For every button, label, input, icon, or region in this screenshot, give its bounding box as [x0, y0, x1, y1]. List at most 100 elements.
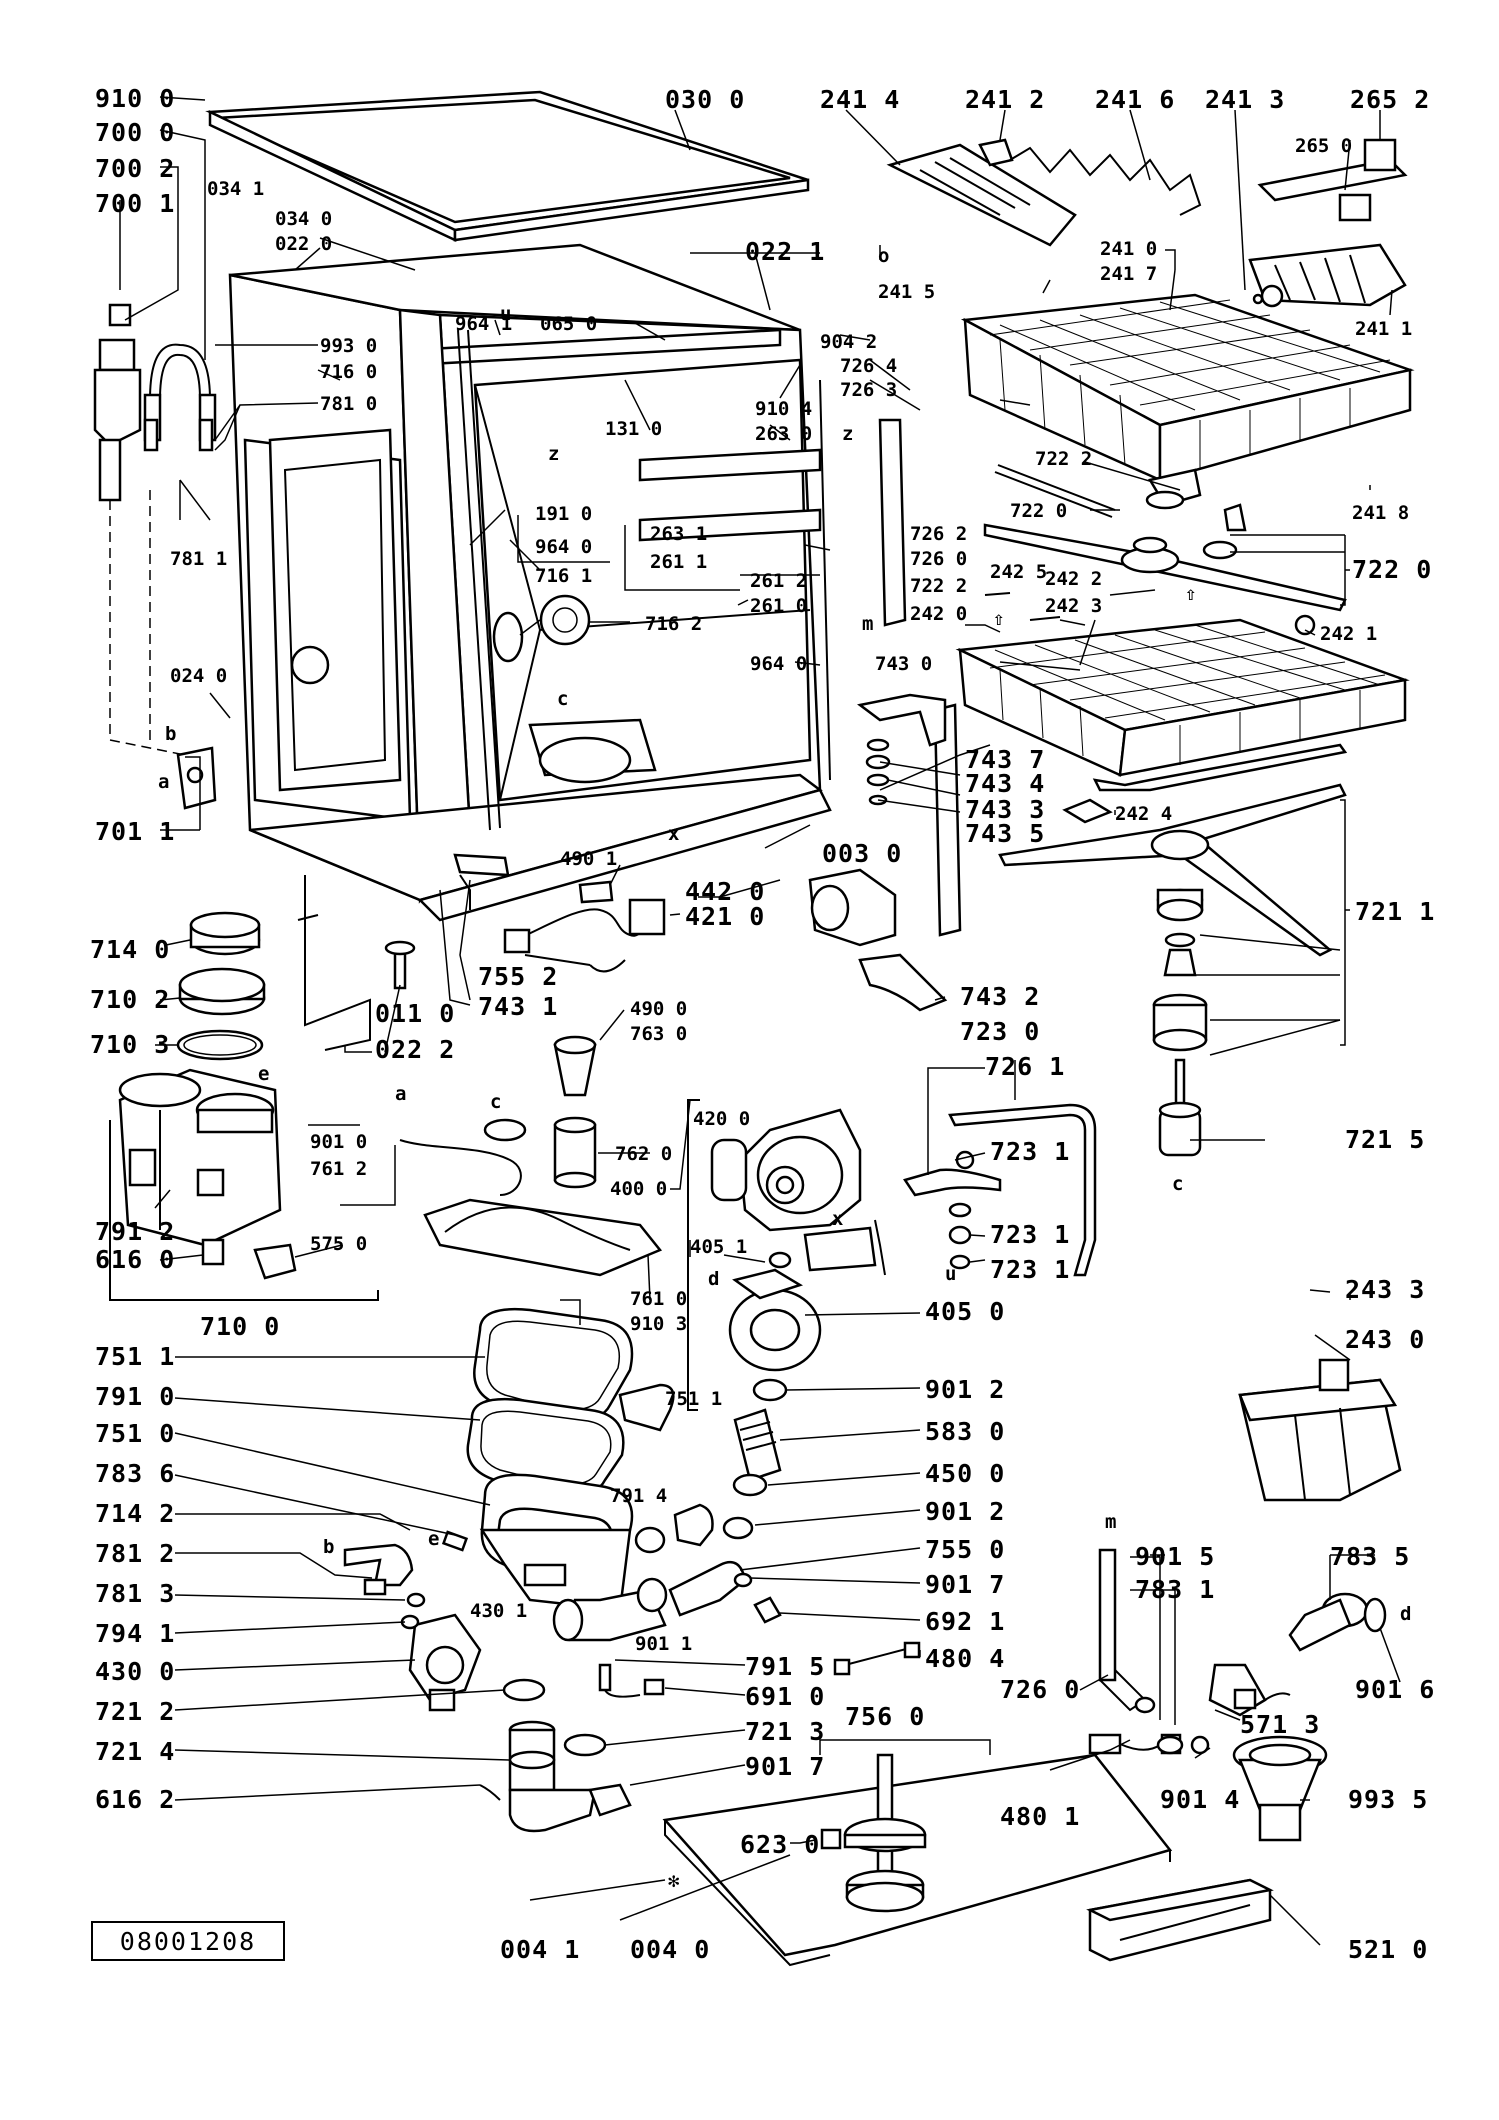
heater-plate-761-0 [423, 1198, 663, 1277]
label-710-3: 710 3 [90, 1030, 170, 1059]
left-parts [93, 303, 667, 1833]
label-964-1: 964 1 [455, 313, 512, 335]
label-700-0: 700 0 [95, 118, 175, 147]
label-490-0: 490 0 [630, 998, 687, 1020]
label-901-0: 901 0 [310, 1131, 367, 1153]
hose-781-2 [343, 1543, 414, 1587]
label-265-0: 265 0 [1295, 135, 1352, 157]
label-263-0: 263 0 [755, 423, 812, 445]
label-726-1: 726 1 [985, 1052, 1065, 1081]
label-993-5: 993 5 [1348, 1785, 1428, 1814]
clip-265-2 [1363, 138, 1397, 172]
label-716-2: 716 2 [645, 613, 702, 635]
label-783-1: 783 1 [1135, 1575, 1215, 1604]
label-901-7b: 901 7 [745, 1752, 825, 1781]
label-022-2: 022 2 [375, 1035, 455, 1064]
marker-o: o [878, 245, 889, 267]
label-450-0: 450 0 [925, 1459, 1005, 1488]
sensor-791-4 [673, 1503, 714, 1547]
label-430-1: 430 1 [470, 1600, 527, 1622]
spring-241-6 [1009, 146, 1202, 216]
base-plate: ✻ [662, 1733, 1274, 1967]
label-261-0: 261 0 [750, 595, 807, 617]
label-743-4: 743 4 [965, 769, 1045, 798]
marker-z: z [842, 423, 853, 445]
label-700-1: 700 1 [95, 189, 175, 218]
label-743-1: 743 1 [478, 992, 558, 1021]
label-024-0: 024 0 [170, 665, 227, 687]
label-791-4: 791 4 [610, 1485, 667, 1507]
label-910-0: 910 0 [95, 84, 175, 113]
middle-parts [598, 1099, 921, 1698]
label-716-1: 716 1 [535, 565, 592, 587]
marker-z: z [548, 443, 559, 465]
label-761-0: 761 0 [630, 1288, 687, 1310]
hose-743-2 [858, 953, 948, 1012]
capacitor-420-0 [710, 1138, 748, 1202]
label-722-0b: 722 0 [1352, 555, 1432, 584]
label-265-2: 265 2 [1350, 85, 1430, 114]
pipe-726-1 [948, 1103, 1097, 1277]
label-726-0b: 726 0 [1000, 1675, 1080, 1704]
label-261-1: 261 1 [650, 551, 707, 573]
label-743-2: 743 2 [960, 982, 1040, 1011]
label-751-1b: 751 1 [665, 1388, 722, 1410]
label-242-2: 242 2 [1045, 568, 1102, 590]
svg-text:✻: ✻ [668, 1870, 679, 1892]
water-softener-inlet [93, 368, 142, 447]
label-405-0: 405 0 [925, 1297, 1005, 1326]
label-763-0: 763 0 [630, 1023, 687, 1045]
tube-726-0 [1098, 1548, 1117, 1682]
label-714-0: 714 0 [90, 935, 170, 964]
label-243-3: 243 3 [1345, 1275, 1425, 1304]
marker-b: b [323, 1536, 334, 1558]
label-575-0: 575 0 [310, 1233, 367, 1255]
label-420-0: 420 0 [693, 1108, 750, 1130]
label-781-2: 781 2 [95, 1539, 175, 1568]
label-901-4: 901 4 [1160, 1785, 1240, 1814]
letter-markers: a b a e c c c x x z z m m u u o d d b e [158, 245, 1411, 1625]
label-723-0: 723 0 [960, 1017, 1040, 1046]
label-722-2: 722 2 [1035, 448, 1092, 470]
label-623-0: 623 0 [740, 1830, 820, 1859]
label-405-1: 405 1 [690, 1236, 747, 1258]
wheel-716-2 [539, 594, 591, 646]
label-781-1: 781 1 [170, 548, 227, 570]
label-781-0: 781 0 [320, 393, 377, 415]
label-726-4: 726 4 [840, 355, 897, 377]
label-480-1: 480 1 [1000, 1802, 1080, 1831]
label-783-6: 783 6 [95, 1459, 175, 1488]
marker-e: e [258, 1063, 269, 1085]
label-616-2: 616 2 [95, 1785, 175, 1814]
marker-e: e [428, 1528, 439, 1550]
label-791-0: 791 0 [95, 1382, 175, 1411]
bracket-022-2 [304, 875, 371, 1051]
marker-a: a [158, 771, 169, 793]
heater-583-0 [733, 1408, 782, 1482]
marker-a: a [395, 1083, 406, 1105]
label-616-0: 616 0 [95, 1245, 175, 1274]
label-721-1: 721 1 [1355, 897, 1435, 926]
label-430-0: 430 0 [95, 1657, 175, 1686]
label-571-3: 571 3 [1240, 1710, 1320, 1739]
label-743-5: 743 5 [965, 819, 1045, 848]
hose-993-0 [149, 343, 211, 401]
insulation-716 [268, 428, 402, 792]
marker-c: c [557, 688, 568, 710]
label-034-0: 034 0 [275, 208, 332, 230]
label-721-3: 721 3 [745, 1717, 825, 1746]
label-726-0: 726 0 [910, 548, 967, 570]
label-901-2b: 901 2 [925, 1497, 1005, 1526]
svg-text:⇧: ⇧ [993, 608, 1004, 630]
label-242-0: 242 0 [910, 603, 967, 625]
label-242-5: 242 5 [990, 561, 1047, 583]
label-726-2: 726 2 [910, 523, 967, 545]
marker-m: m [862, 613, 873, 635]
right-parts: ⇧ ⇧ [808, 138, 1415, 1842]
hose-755-0 [668, 1560, 747, 1617]
label-723-1b: 723 1 [990, 1220, 1070, 1249]
label-964-0: 964 0 [535, 536, 592, 558]
label-743-3: 743 3 [965, 795, 1045, 824]
label-743-7: 743 7 [965, 745, 1045, 774]
label-710-2: 710 2 [90, 985, 170, 1014]
